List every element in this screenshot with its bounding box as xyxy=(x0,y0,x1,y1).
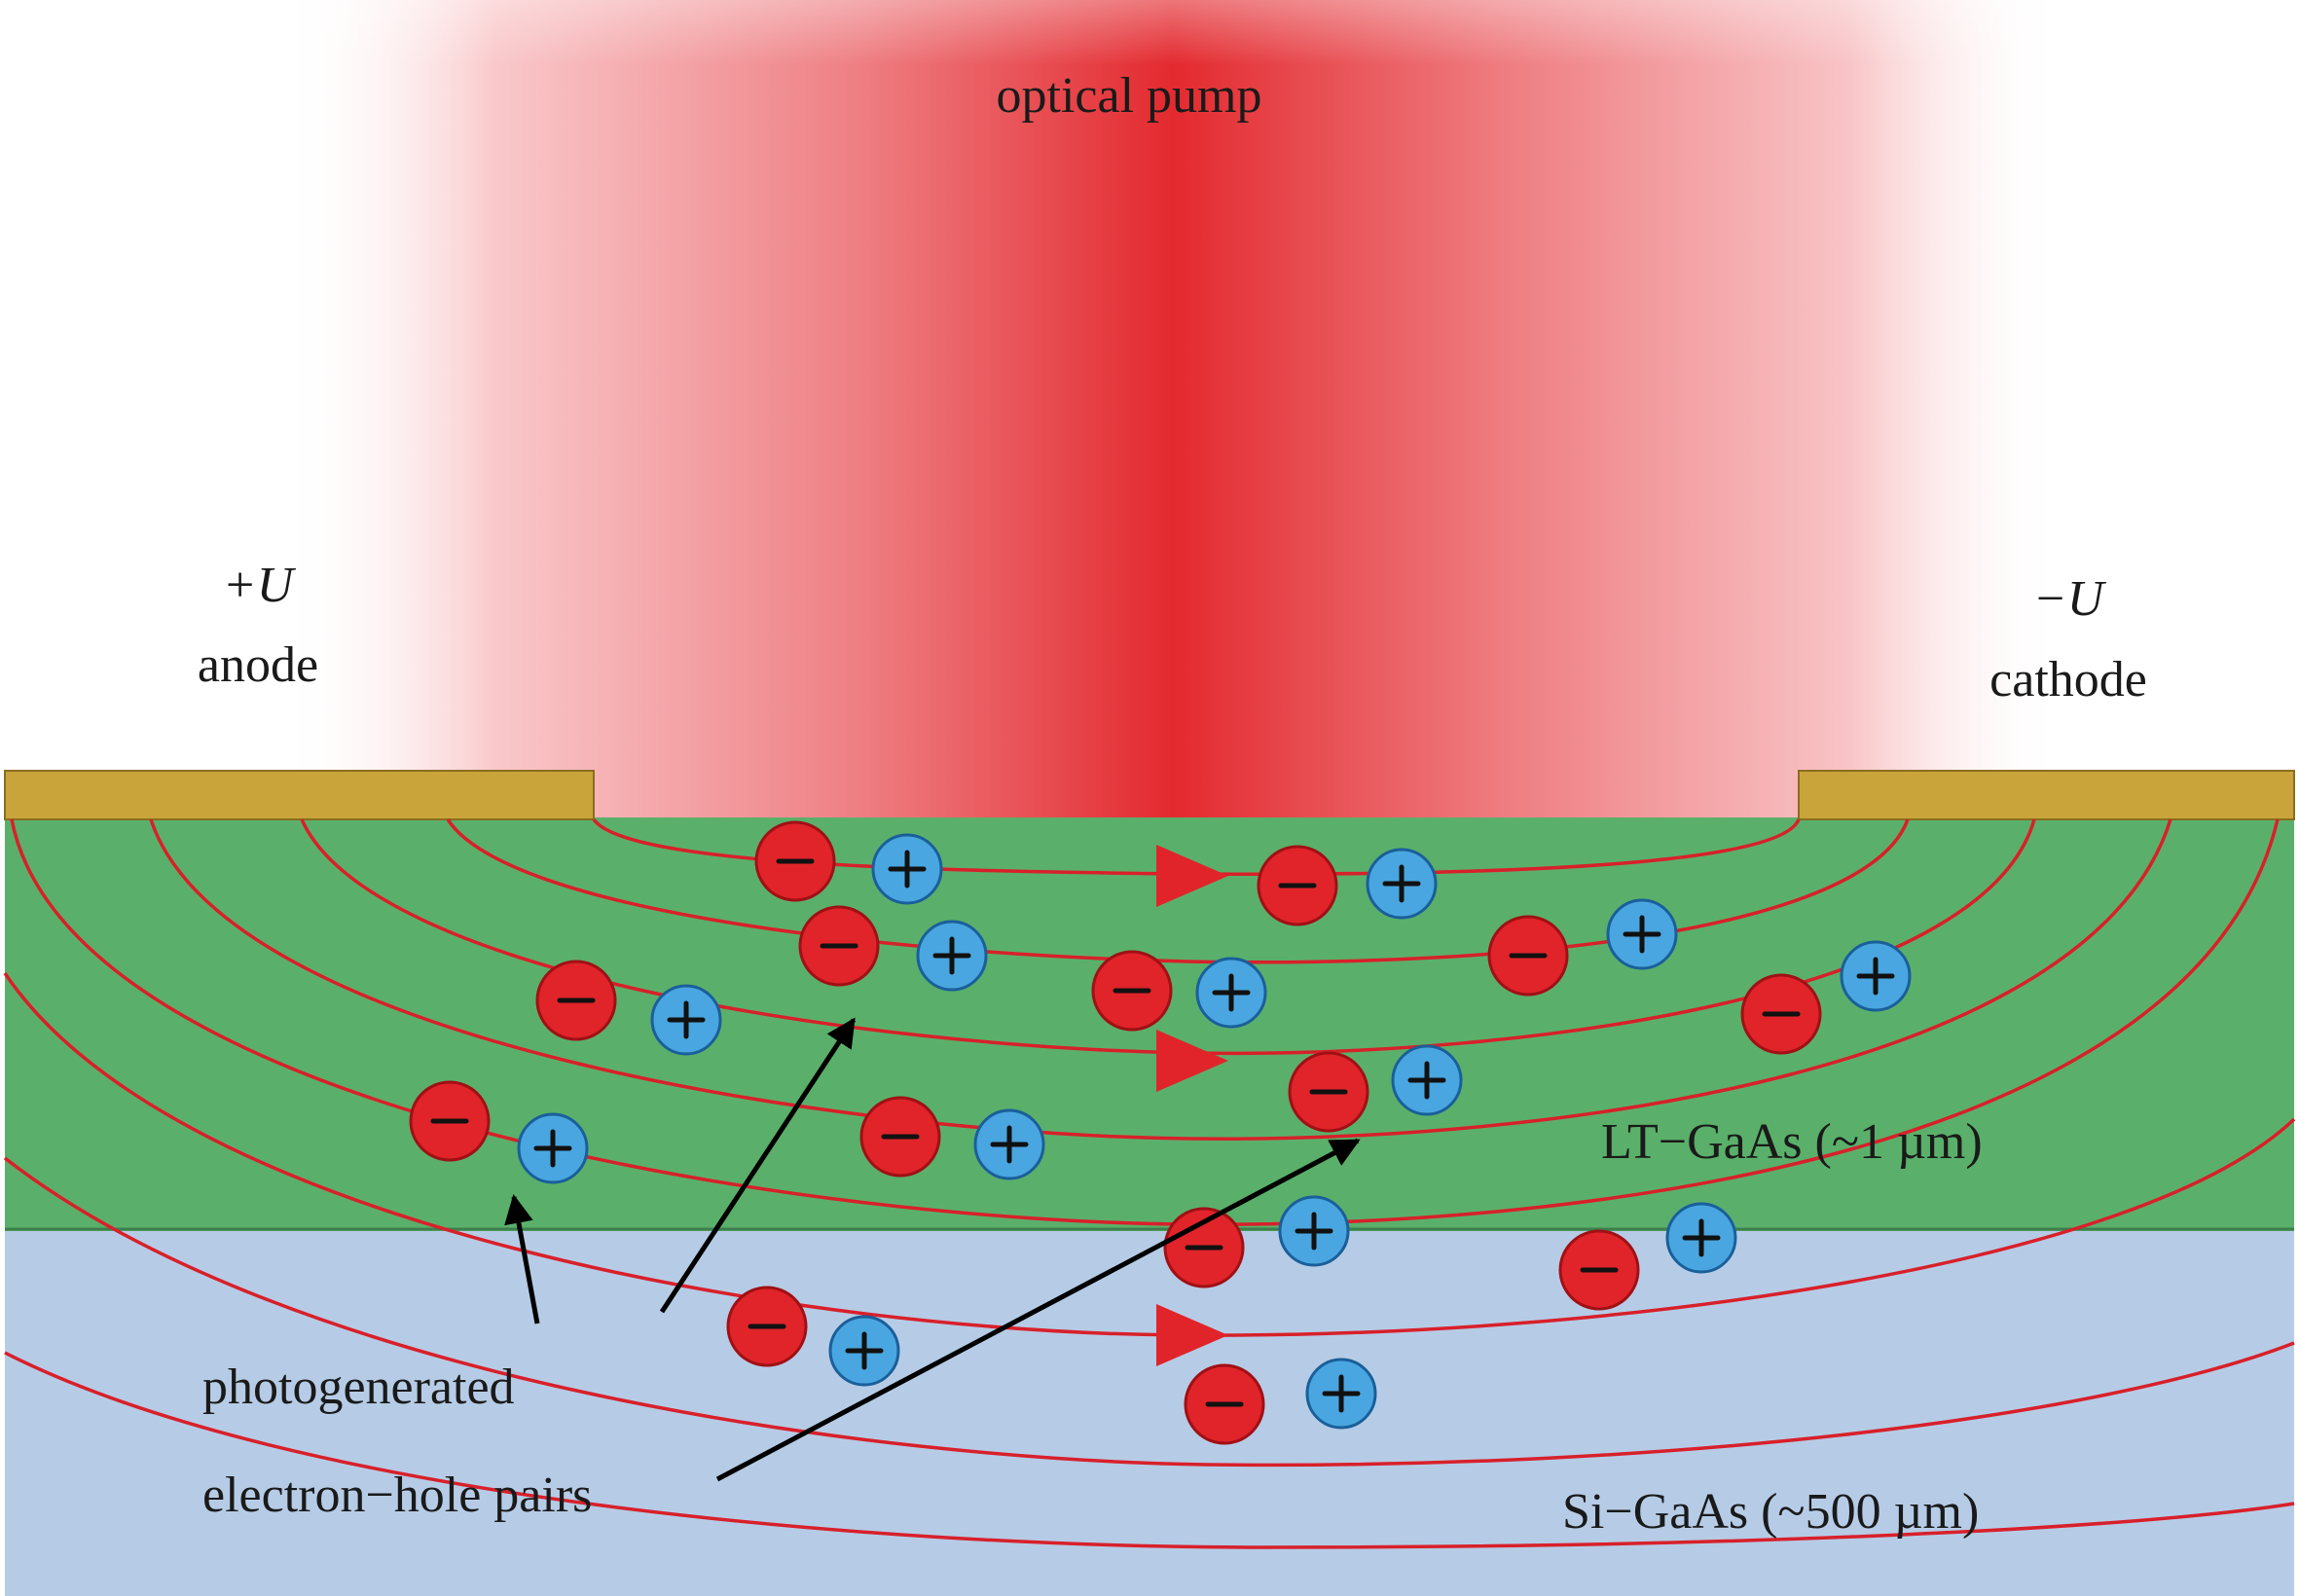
hole xyxy=(1391,1044,1463,1116)
pairs-label-line1: photogenerated xyxy=(202,1360,515,1415)
hole xyxy=(1606,898,1678,970)
cathode-voltage-label: −U xyxy=(2033,571,2107,627)
electron xyxy=(754,820,836,902)
electron xyxy=(1257,845,1338,926)
electron xyxy=(1558,1229,1640,1311)
hole xyxy=(1840,940,1912,1012)
hole xyxy=(871,833,943,905)
carriers xyxy=(409,820,1912,1445)
hole xyxy=(1278,1195,1350,1267)
field-line xyxy=(3,1156,2295,1468)
hole xyxy=(1305,1358,1377,1430)
anode-electrode xyxy=(4,770,595,820)
electron xyxy=(726,1286,808,1367)
electron xyxy=(798,905,880,987)
pointer-arrows xyxy=(504,1017,1361,1482)
hole xyxy=(828,1315,900,1387)
field-arrow-2 xyxy=(1156,1030,1228,1092)
electron xyxy=(409,1080,491,1162)
pump-label: optical pump xyxy=(997,68,1262,124)
anode-voltage-label: +U xyxy=(223,558,297,613)
pump-top-fade xyxy=(282,0,2063,822)
anode-label: anode xyxy=(198,637,318,693)
hole xyxy=(517,1112,589,1184)
arrow-to-pair-left xyxy=(504,1194,540,1324)
field-arrow-3 xyxy=(1156,1304,1228,1366)
hole xyxy=(650,984,722,1056)
cathode-label: cathode xyxy=(1989,652,2147,707)
field-arrow-1 xyxy=(1156,845,1228,907)
electron xyxy=(1184,1363,1265,1445)
electron xyxy=(1163,1207,1245,1288)
electron xyxy=(1091,950,1173,1032)
arrow-to-pair-middle xyxy=(659,1017,857,1314)
electron xyxy=(1288,1051,1369,1133)
cathode-electrode xyxy=(1798,770,2295,820)
field-direction-arrows xyxy=(1156,845,1228,1366)
lt-gaas-label: LT−GaAs (~1 µm) xyxy=(1601,1114,1983,1170)
si-gaas-label: Si−GaAs (~500 µm) xyxy=(1562,1484,1979,1540)
electron xyxy=(859,1096,941,1178)
hole xyxy=(1195,957,1267,1029)
electron xyxy=(1487,915,1569,997)
hole xyxy=(973,1108,1045,1180)
hole xyxy=(916,920,988,992)
field-line xyxy=(4,1351,2295,1549)
field-line xyxy=(446,818,1910,964)
pairs-label-line2: electron−hole pairs xyxy=(202,1468,592,1523)
hole xyxy=(1366,848,1438,920)
electron xyxy=(535,960,617,1041)
arrow-to-pair-right xyxy=(715,1138,1361,1482)
field-line xyxy=(149,818,2172,1141)
electron xyxy=(1740,973,1822,1055)
hole xyxy=(1665,1202,1737,1274)
